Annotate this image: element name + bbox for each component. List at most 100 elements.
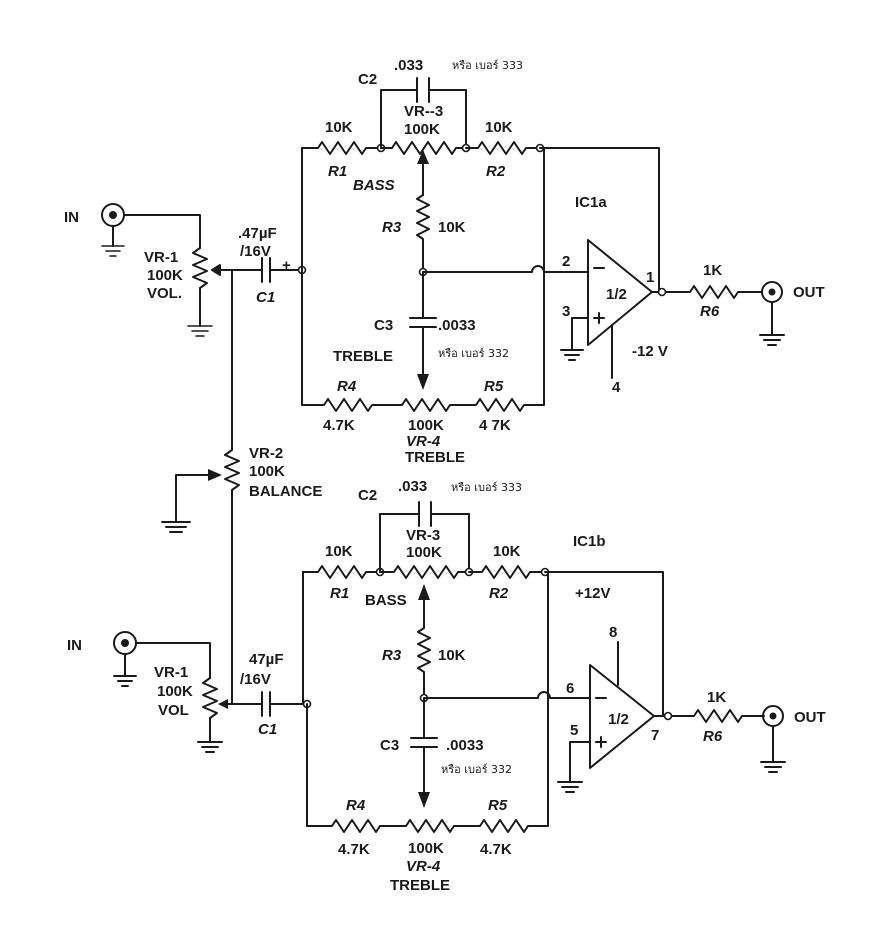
bottom-r3-resistor-icon [417,627,591,703]
top-r5-name: R5 [484,378,504,395]
top-pin-3: 3 [562,303,570,320]
bottom-r6-resistor-icon [671,709,765,723]
top-vr3-value: 100K [404,121,440,138]
bottom-r3-name: R3 [382,647,402,664]
top-r2-name: R2 [486,163,506,180]
top-r5-value: 4 7K [479,417,511,434]
bottom-opamp-ic1b-icon [557,641,673,793]
bottom-r2-name: R2 [489,585,509,602]
bottom-r4-value: 4.7K [338,841,370,858]
bottom-left-bus-wire [302,571,308,827]
bottom-r1-value: 10K [325,543,353,560]
bottom-out-label: OUT [794,709,826,726]
top-channel: IN VR-1 100K VOL. .47µF /16V + C1 [64,57,825,466]
top-r6-resistor-icon [666,285,763,299]
top-c1-value-2: /16V [240,243,271,260]
bottom-output-jack-icon [760,705,786,773]
bottom-c2-capacitor-icon [379,501,470,573]
bottom-c1-name: C1 [258,721,277,738]
top-vr4-name: VR-4 [406,433,441,450]
bottom-c1-value-2: /16V [240,671,271,688]
bottom-c2-name: C2 [358,487,377,504]
top-r4-value: 4.7K [323,417,355,434]
top-output-jack-icon [759,281,785,346]
bottom-vr1-value: 100K [157,683,193,700]
bottom-vr1-name: VR-1 [154,664,188,681]
top-r1-value: 10K [325,119,353,136]
bottom-vr4-name: VR-4 [406,858,441,875]
bottom-r5-value: 4.7K [480,841,512,858]
top-input-jack-icon [101,203,201,257]
top-ic-name: IC1a [575,194,607,211]
top-vr1-value: 100K [147,267,183,284]
top-bass-label: BASS [353,177,395,194]
balance-value: 100K [249,463,285,480]
top-c2-value: .033 [394,57,423,74]
top-c3-alt: หรือ เบอร์ 332 [438,347,509,360]
bottom-r2-value: 10K [493,543,521,560]
top-c2-alt: หรือ เบอร์ 333 [452,59,523,72]
bottom-vr3-potentiometer-icon [379,565,474,629]
top-r3-name: R3 [382,219,402,236]
bottom-c3-capacitor-icon [410,697,438,808]
bottom-pin-5: 5 [570,722,578,739]
bottom-vr4-treble: TREBLE [390,877,450,894]
top-c1-capacitor-icon [231,257,307,283]
top-c3-name: C3 [374,317,393,334]
top-r2-value: 10K [485,119,513,136]
bottom-c3-value: .0033 [446,737,484,754]
top-r1-name: R1 [328,163,347,180]
balance-name: VR-2 [249,445,283,462]
bottom-pin-8: 8 [609,624,617,641]
bottom-r3-value: 10K [438,647,466,664]
bottom-supply: +12V [575,585,610,602]
bottom-c1-capacitor-icon [231,691,312,717]
top-c1-plus: + [282,257,291,274]
bottom-c2-alt: หรือ เบอร์ 333 [451,481,522,494]
top-r6-name: R6 [700,303,720,320]
top-pin-2: 2 [562,253,570,270]
bottom-r1-resistor-icon [302,565,385,579]
top-c2-capacitor-icon [380,77,467,149]
bottom-c1-value-1: 47µF [249,651,284,668]
bottom-vr1-vol: VOL [158,702,189,719]
bottom-c3-alt: หรือ เบอร์ 332 [441,763,512,776]
bottom-r1-name: R1 [330,585,349,602]
bottom-ic-half: 1/2 [608,711,629,728]
top-r3-value: 10K [438,219,466,236]
top-in-label: IN [64,209,79,226]
bottom-vr4-value: 100K [408,840,444,857]
bottom-r4-name: R4 [346,797,366,814]
bottom-c3-name: C3 [380,737,399,754]
top-treble-c3-label: TREBLE [333,348,393,365]
top-pin-1: 1 [646,269,654,286]
bottom-channel: IN VR-1 100K VOL 47µF /16V C1 10K R1 [67,478,826,894]
top-vr3-name: VR--3 [404,103,443,120]
bottom-r4-vr4-r5-chain-icon [306,571,549,833]
top-r4-name: R4 [337,378,357,395]
top-r1-resistor-icon [301,141,386,155]
top-c1-value-1: .47µF [238,225,277,242]
top-r2-resistor-icon [465,141,660,291]
bottom-pin-7: 7 [651,727,659,744]
bottom-c2-value: .033 [398,478,427,495]
bottom-r5-name: R5 [488,797,508,814]
bottom-vr3-name: VR-3 [406,527,440,544]
top-r6-value: 1K [703,262,722,279]
bottom-bass-label: BASS [365,592,407,609]
bottom-vr1-potentiometer-icon [197,677,233,753]
bottom-ic-name: IC1b [573,533,606,550]
bottom-input-jack-icon [113,631,211,687]
bottom-r6-value: 1K [707,689,726,706]
top-vr4-treble: TREBLE [405,449,465,466]
top-supply: -12 V [632,343,668,360]
bottom-vr3-value: 100K [406,544,442,561]
top-vr1-potentiometer-icon [187,247,233,337]
bottom-r2-resistor-icon [468,565,664,717]
top-out-label: OUT [793,284,825,301]
top-vr4-value: 100K [408,417,444,434]
top-c3-value: .0033 [438,317,476,334]
bottom-r6-name: R6 [703,728,723,745]
balance-section [161,269,240,705]
